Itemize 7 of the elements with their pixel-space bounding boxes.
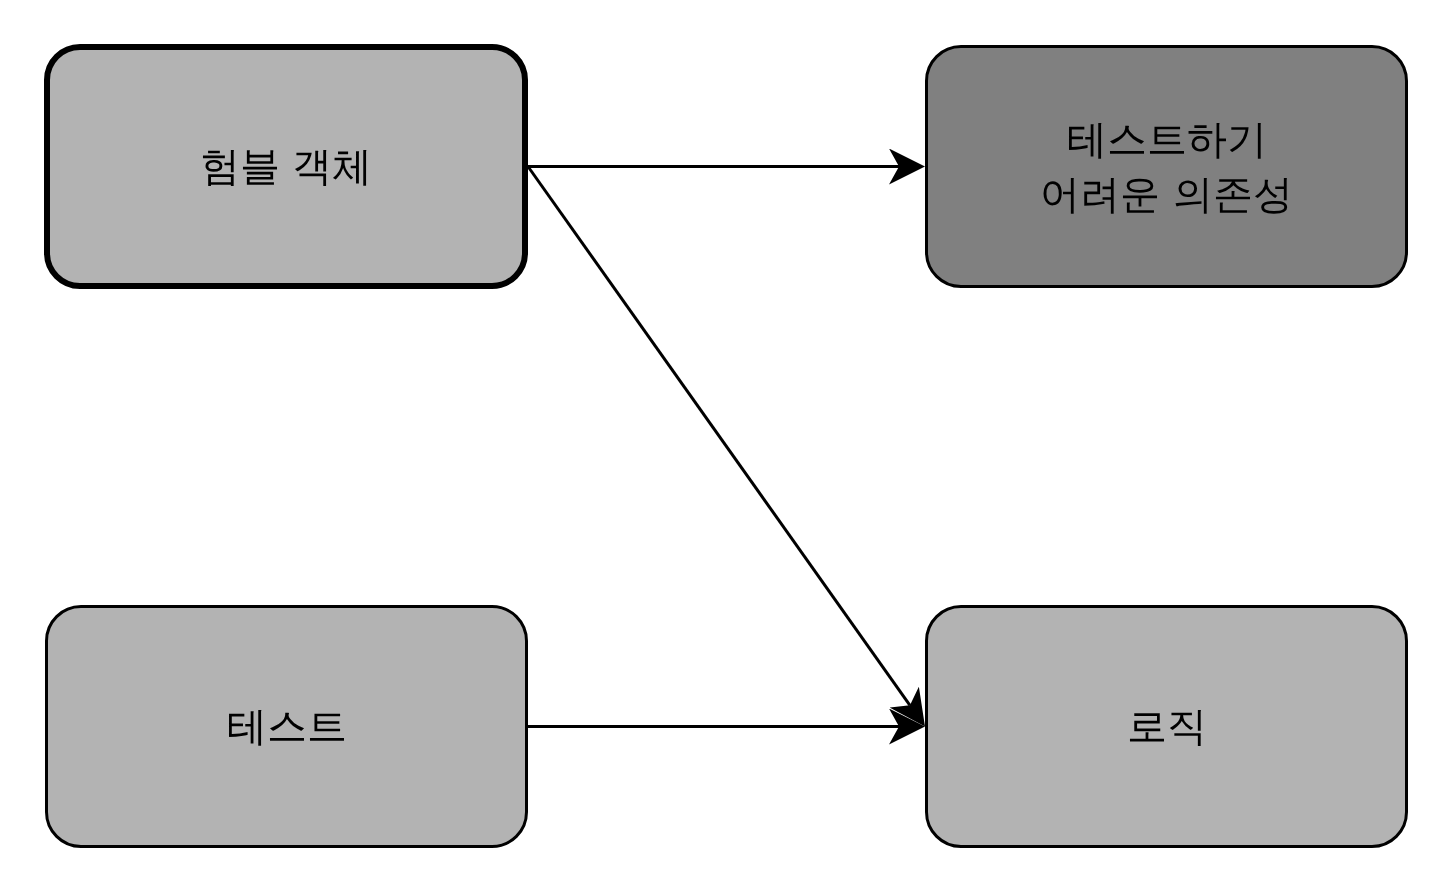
rounded-box: 로직: [925, 605, 1408, 848]
rounded-box: 테스트: [45, 605, 528, 848]
arrow: [528, 148, 925, 185]
arrow: [528, 708, 925, 745]
rounded-box: 험블 객체: [44, 44, 528, 289]
arrow: [526, 165, 925, 727]
rounded-box: 테스트하기 어려운 의존성: [925, 45, 1408, 288]
